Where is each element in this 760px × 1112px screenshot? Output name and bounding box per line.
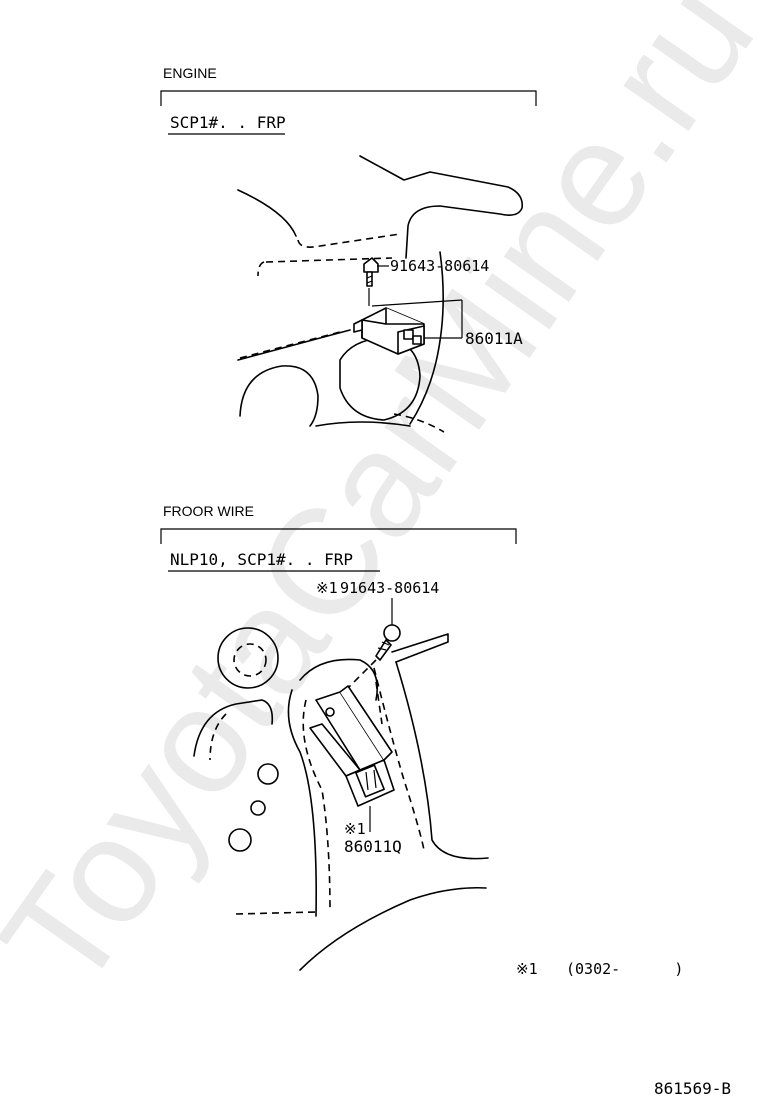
- part-number: 86011Q: [344, 837, 402, 856]
- section-engine: ENGINE SCP1#. . FRP 91643-80614: [160, 65, 537, 433]
- section-header: ENGINE: [163, 65, 217, 81]
- relay-icon: [353, 299, 463, 355]
- footnote-mark: ※1: [516, 960, 538, 978]
- bolt-icon: [363, 257, 389, 306]
- part-number: 91643-80614: [340, 579, 439, 597]
- model-code: SCP1#. . FRP: [170, 113, 286, 132]
- callout-mark: ※1: [316, 579, 338, 597]
- bolt-icon: [375, 624, 401, 661]
- floor-outline: [193, 627, 489, 971]
- section-bracket: [160, 528, 517, 544]
- diagram-id: 861569-B: [654, 1079, 731, 1098]
- callout-mark: ※1: [344, 820, 366, 838]
- section-bracket: [160, 90, 537, 106]
- part-number: 86011A: [465, 329, 523, 348]
- model-code: NLP10, SCP1#. . FRP: [170, 550, 353, 569]
- watermark: ToyotaCarMine.ru: [0, 0, 760, 1018]
- section-header: FROOR WIRE: [163, 503, 254, 519]
- footnote-range: (0302- ): [566, 960, 683, 978]
- relay-icon: [309, 685, 395, 832]
- part-number: 91643-80614: [390, 257, 489, 275]
- section-floor-wire: FROOR WIRE NLP10, SCP1#. . FRP ※1 91643-…: [160, 503, 517, 971]
